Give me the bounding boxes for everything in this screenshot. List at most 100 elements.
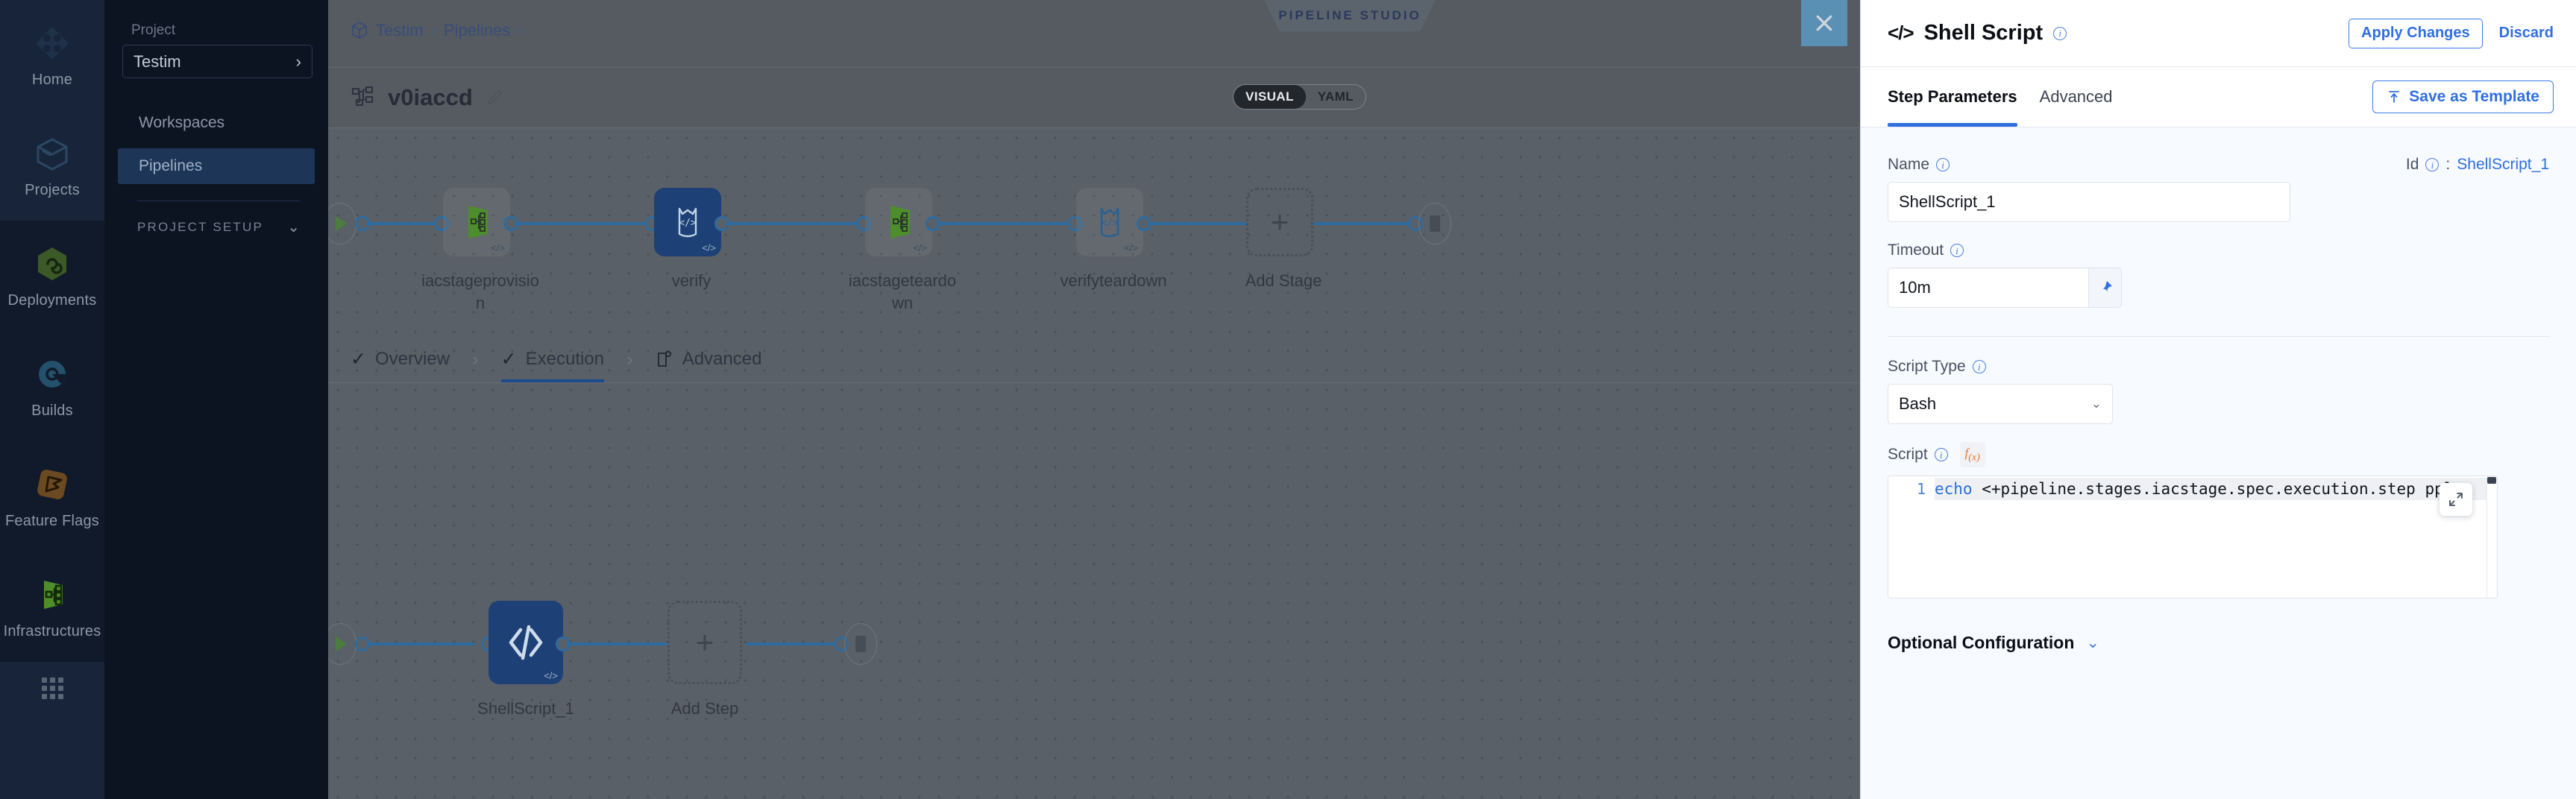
app-grid-button[interactable] [23, 666, 81, 710]
sidebar-item-infrastructures[interactable]: Infrastructures [0, 552, 104, 662]
deployments-infinity-icon [38, 247, 66, 280]
pin-button[interactable] [2089, 268, 2122, 308]
panel-body: Name i Id i : ShellScript_1 ShellScript_… [1861, 127, 2576, 653]
info-icon[interactable]: i [1950, 244, 1964, 257]
script-editor[interactable]: 1 echo <+pipeline.stages.iacstage.spec.e… [1888, 476, 2498, 599]
play-icon [336, 637, 347, 651]
builds-pie-icon [39, 360, 66, 388]
stage-node-selected[interactable]: </> </> [654, 188, 721, 256]
sidebar-item-label: Builds [31, 402, 73, 419]
panel-title: Shell Script [1923, 21, 2043, 45]
editor-scrollbar-thumb[interactable] [2487, 477, 2496, 484]
wire [515, 222, 653, 225]
plus-icon: + [1270, 204, 1289, 239]
name-id-row: Name i Id i : ShellScript_1 [1888, 156, 2549, 174]
step-config-panel: </> Shell Script i Apply Changes Discard… [1860, 0, 2576, 799]
sidebar-item-pipelines[interactable]: Pipelines [118, 148, 315, 184]
tab-overview[interactable]: ✓ Overview [351, 335, 450, 383]
name-label-group: Name i [1888, 156, 1950, 174]
tab-step-parameters[interactable]: Step Parameters [1888, 67, 2017, 127]
stage-node[interactable]: </> [443, 188, 510, 256]
sidebar-item-projects[interactable]: Projects [0, 110, 104, 221]
upload-template-icon [2389, 91, 2400, 103]
pipeline-start-node [328, 203, 356, 244]
id-value[interactable]: ShellScript_1 [2457, 156, 2549, 173]
timeout-label: Timeout [1888, 241, 1944, 259]
script-keyword: echo [1935, 480, 1973, 498]
section-divider [1888, 336, 2549, 337]
sidebar-item-feature-flags[interactable]: Feature Flags [0, 441, 104, 552]
tab-execution[interactable]: ✓ Execution [500, 335, 605, 383]
tab-label: Execution [525, 349, 605, 369]
stage-label: verifyteardown [1060, 271, 1167, 290]
home-diamond-icon [36, 26, 69, 60]
discard-button[interactable]: Discard [2498, 25, 2554, 41]
wire [746, 642, 841, 645]
plus-icon: + [695, 625, 714, 660]
edit-pencil-icon[interactable] [485, 88, 504, 107]
add-stage-button[interactable]: + [1246, 188, 1313, 256]
sidebar-item-workspaces[interactable]: Workspaces [118, 105, 315, 141]
toggle-visual[interactable]: VISUAL [1234, 85, 1306, 109]
optional-configuration-toggle[interactable]: Optional Configuration ⌄ [1888, 633, 2549, 653]
feature-flags-icon [37, 469, 67, 499]
project-selector[interactable]: Testim › [122, 45, 312, 78]
svg-text:</>: </> [679, 218, 697, 229]
wire [726, 222, 864, 225]
view-mode-toggle[interactable]: VISUAL YAML [1233, 84, 1366, 110]
check-icon: ✓ [351, 349, 366, 370]
sidebar-item-label: Infrastructures [3, 622, 101, 639]
info-icon[interactable]: i [1936, 158, 1950, 171]
wire [367, 642, 475, 645]
sidebar-item-builds[interactable]: Builds [0, 331, 104, 441]
stage-node[interactable]: </> </> [1076, 188, 1143, 256]
step-node-shellscript[interactable]: </> [489, 601, 563, 684]
info-icon[interactable]: i [1934, 448, 1948, 461]
script-label-group: Script i [1888, 446, 1948, 464]
script-code[interactable]: echo <+pipeline.stages.iacstage.spec.exe… [1935, 478, 2497, 500]
fx-button[interactable]: f(x) [1959, 442, 1985, 467]
app-grid-icon [41, 677, 63, 699]
editor-scrollbar[interactable] [2487, 476, 2497, 598]
breadcrumb-item-pipelines[interactable]: Pipelines [443, 21, 511, 40]
topbar-divider [328, 67, 1860, 68]
save-as-template-button[interactable]: Save as Template [2372, 80, 2554, 113]
breadcrumb-item-project[interactable]: Testim [376, 21, 424, 40]
script-type-select[interactable]: Bash ⌄ [1888, 384, 2113, 424]
info-icon[interactable]: i [2053, 26, 2067, 40]
apply-changes-button[interactable]: Apply Changes [2349, 18, 2483, 48]
info-icon[interactable]: i [2425, 158, 2440, 171]
sidebar-item-deployments[interactable]: Deployments [0, 221, 104, 331]
close-panel-button[interactable] [1801, 0, 1847, 46]
timeout-input[interactable]: 10m [1888, 268, 2089, 308]
expand-editor-button[interactable] [2440, 483, 2472, 516]
name-label: Name [1888, 156, 1930, 173]
step-row: </> ShellScript_1 + Add Step [328, 569, 1860, 719]
add-stage-label: Add Stage [1245, 271, 1322, 290]
tab-advanced[interactable]: Advanced [656, 335, 761, 383]
add-step-button[interactable]: + [667, 601, 742, 684]
id-label: Id [2405, 156, 2419, 173]
sidebar-item-home[interactable]: Home [0, 0, 104, 110]
script-editor-line: 1 echo <+pipeline.stages.iacstage.spec.e… [1888, 476, 2497, 502]
stage-node[interactable]: </> [865, 188, 932, 256]
svg-text:</>: </> [1101, 218, 1119, 229]
custom-stage-icon: </> [1100, 207, 1119, 238]
info-icon[interactable]: i [1972, 360, 1986, 373]
sidebar-item-label: Home [31, 71, 73, 88]
line-number: 1 [1916, 480, 1926, 498]
execution-end-node [844, 623, 877, 665]
page-title: v0iaccd [388, 84, 473, 110]
toggle-yaml[interactable]: YAML [1317, 89, 1354, 104]
project-setup-section[interactable]: PROJECT SETUP ⌄ [137, 218, 300, 236]
timeout-label-group: Timeout i [1888, 241, 2549, 259]
infrastructures-icon [44, 580, 63, 609]
panel-tabs-list: Step Parameters Advanced [1888, 67, 2113, 127]
nav-item-label: Pipelines [139, 157, 203, 174]
name-input[interactable]: ShellScript_1 [1888, 182, 2290, 222]
infrastructure-icon [890, 206, 910, 239]
chevron-down-icon: ⌄ [287, 219, 300, 236]
tab-advanced[interactable]: Advanced [2039, 87, 2113, 106]
